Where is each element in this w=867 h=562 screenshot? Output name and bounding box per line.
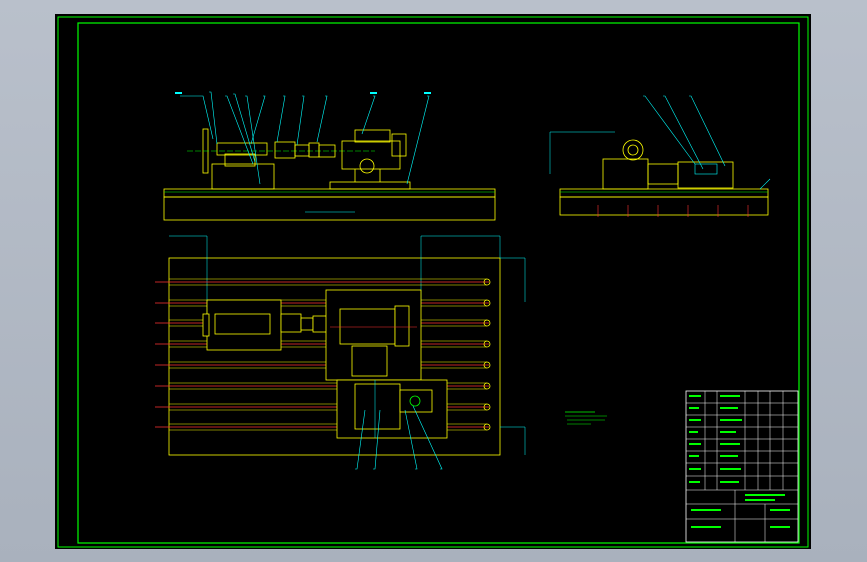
title-block	[685, 390, 799, 543]
side-elevation-view	[549, 95, 771, 217]
drawing-sheet	[57, 16, 809, 548]
drawing-frame	[77, 22, 800, 544]
plan-view	[155, 235, 526, 470]
front-elevation-view	[163, 91, 496, 221]
outer-sheet-border	[57, 16, 809, 548]
cad-viewport[interactable]	[55, 14, 811, 549]
technical-notes	[565, 411, 607, 425]
